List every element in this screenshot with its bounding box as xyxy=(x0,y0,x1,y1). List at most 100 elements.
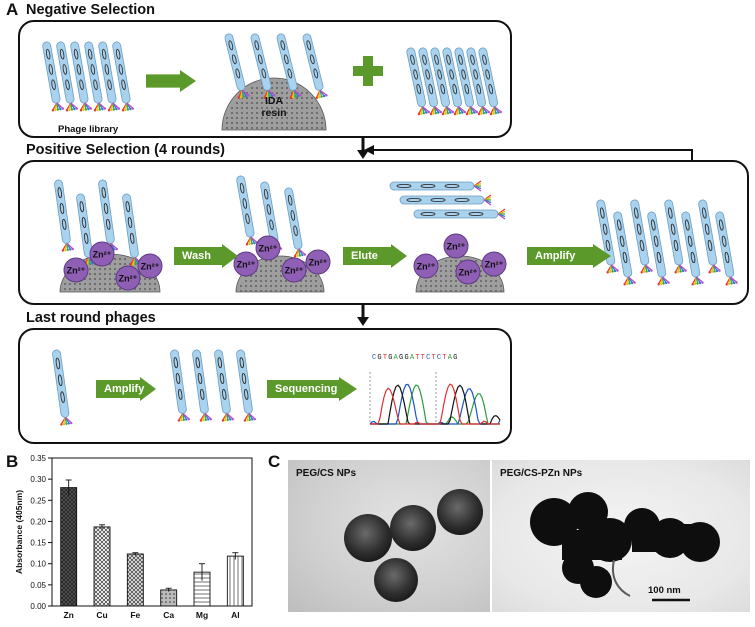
positive-selection-diagram: Zn²⁺Zn²⁺Zn²⁺Zn²⁺ Zn²⁺Zn²⁺Zn²⁺Zn²⁺ Zn²⁺Zn… xyxy=(54,175,738,293)
sequence-letter: T xyxy=(442,354,448,362)
down-arrow-icon xyxy=(357,305,369,326)
phage-icon xyxy=(613,211,636,286)
zn-ion-label: Zn²⁺ xyxy=(285,266,304,276)
phage-icon xyxy=(170,349,190,422)
y-tick-label: 0.05 xyxy=(30,581,46,590)
zinc-ion xyxy=(455,259,481,285)
zinc-ion xyxy=(89,241,115,267)
phage-icon xyxy=(478,47,502,116)
amplify-label: Amplify xyxy=(535,250,576,262)
phage-icon xyxy=(715,211,738,286)
zn-ion-label: Zn²⁺ xyxy=(417,262,436,272)
phage-icon xyxy=(214,349,234,422)
x-tick-label: Zn xyxy=(63,610,73,620)
zinc-ion xyxy=(305,249,331,275)
phage-icon xyxy=(54,179,74,252)
phage-icon xyxy=(52,349,73,426)
negative-selection-title: Negative Selection xyxy=(26,2,155,18)
zinc-ion xyxy=(63,257,89,283)
dna-sequence-text: CGTGAGGATTCTCTAG xyxy=(372,354,502,366)
phage-icon xyxy=(98,179,118,252)
zn-ion-label: Zn²⁺ xyxy=(119,274,138,284)
x-tick-label: Ca xyxy=(163,610,174,620)
phage-icon xyxy=(647,211,670,286)
zinc-ion xyxy=(413,253,439,279)
y-tick-label: 0.20 xyxy=(30,517,46,526)
bar xyxy=(60,487,78,607)
phage-icon xyxy=(192,349,212,422)
sequencing-arrow: Sequencing xyxy=(267,377,357,401)
scale-bar-label: 100 nm xyxy=(648,585,681,596)
phage-icon xyxy=(454,47,478,116)
zinc-ion xyxy=(115,265,141,291)
negative-selection-diagram: Phage library IDA resin xyxy=(42,33,502,135)
peg-cs-label: PEG/CS NPs xyxy=(296,468,357,479)
zinc-ion xyxy=(255,235,281,261)
sequence-letter: G xyxy=(377,354,383,362)
sequence-letter: T xyxy=(420,354,427,362)
phage-icon xyxy=(442,47,466,116)
wash-label: Wash xyxy=(182,250,211,262)
bound-phages-group-1: Zn²⁺Zn²⁺Zn²⁺Zn²⁺ xyxy=(54,179,163,293)
phage-icon xyxy=(276,33,302,99)
y-tick-label: 0.30 xyxy=(30,475,46,484)
sequence-letter: G xyxy=(453,354,459,362)
phage-icon xyxy=(630,199,653,274)
zn-ion-label: Zn²⁺ xyxy=(485,260,504,270)
y-tick-label: 0.10 xyxy=(30,560,46,569)
tem-image-peg-cs-pzn: PEG/CS-PZn NPs 100 nm xyxy=(492,460,750,612)
resin-label: resin xyxy=(261,107,286,119)
nanoparticle xyxy=(374,558,418,602)
x-tick-label: Al xyxy=(231,610,240,620)
bar xyxy=(160,589,178,607)
zinc-ion xyxy=(481,251,507,277)
plot-frame xyxy=(51,457,253,607)
y-tick-label: 0.15 xyxy=(30,539,46,548)
bar xyxy=(93,526,111,607)
phage-icon xyxy=(418,47,442,116)
zinc-ion xyxy=(443,233,469,259)
phage-icon xyxy=(250,33,276,99)
peg-cs-pzn-label: PEG/CS-PZn NPs xyxy=(500,468,583,479)
single-phage-group xyxy=(52,349,73,426)
sequence-letter: G xyxy=(388,354,394,362)
amplified-phages-group xyxy=(596,199,738,286)
unbound-phages-group xyxy=(406,47,502,116)
sequence-letter: A xyxy=(447,354,454,362)
zn-ion-label: Zn²⁺ xyxy=(447,242,466,252)
eluted-phages-group: Zn²⁺Zn²⁺Zn²⁺Zn²⁺ xyxy=(389,180,507,293)
phage-icon xyxy=(698,199,721,274)
zinc-ion xyxy=(137,253,163,279)
zn-ion-label: Zn²⁺ xyxy=(237,260,256,270)
phage-icon xyxy=(389,180,482,192)
amplify-arrow-2: Amplify xyxy=(96,377,156,401)
phage-icon xyxy=(70,41,93,112)
phage-icon xyxy=(664,199,687,274)
down-arrow-icon xyxy=(357,138,369,159)
phage-icon xyxy=(430,47,454,116)
nanoparticle xyxy=(437,489,483,535)
sequence-letter: T xyxy=(431,354,437,362)
absorbance-bar-chart: 0.000.050.100.150.200.250.300.35Absorban… xyxy=(14,454,253,620)
phage-icon xyxy=(406,47,430,116)
sequence-letter: C xyxy=(372,354,378,362)
green-arrow-icon xyxy=(146,70,196,92)
phage-icon xyxy=(224,33,250,99)
phage-library-group xyxy=(42,41,135,112)
green-plus-icon xyxy=(353,56,383,86)
elute-arrow: Elute xyxy=(343,244,407,268)
y-tick-label: 0.35 xyxy=(30,454,46,463)
sequence-letter: T xyxy=(415,354,421,362)
phage-icon xyxy=(236,175,259,246)
last-round-diagram xyxy=(52,349,501,426)
sequence-letter: T xyxy=(382,354,389,362)
panel-b-letter: B xyxy=(6,452,19,471)
bound-phages-group-2: Zn²⁺Zn²⁺Zn²⁺Zn²⁺ xyxy=(233,175,331,293)
ida-label: IDA xyxy=(265,95,284,107)
zn-ion-label: Zn²⁺ xyxy=(259,244,278,254)
sequence-letter: G xyxy=(399,354,405,362)
bar xyxy=(126,553,144,607)
phage-icon xyxy=(413,208,506,220)
sequence-letter: G xyxy=(404,354,410,362)
zn-ion-label: Zn²⁺ xyxy=(67,266,86,276)
